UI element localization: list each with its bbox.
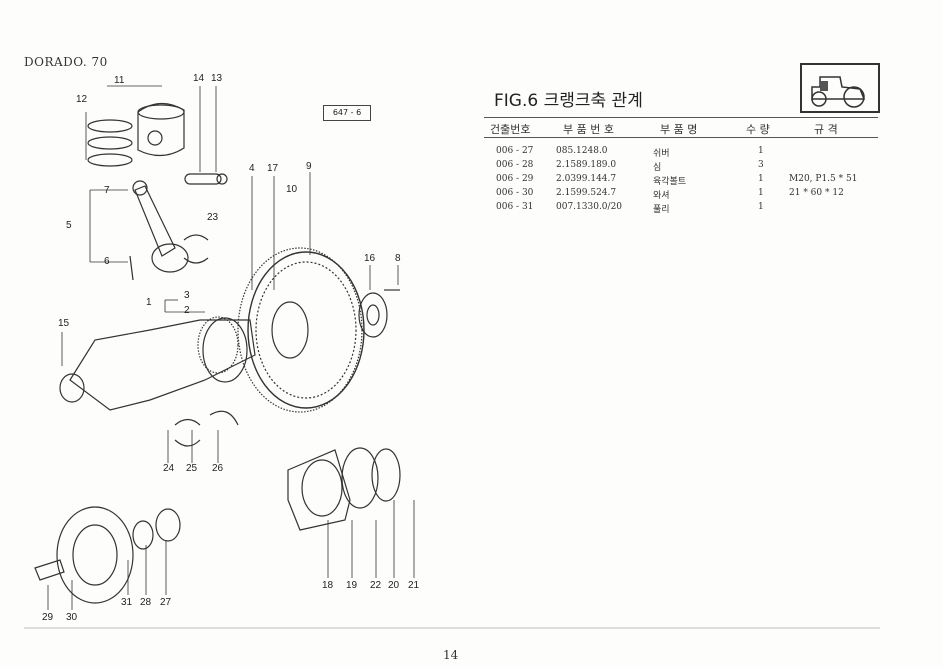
row-4-qty: 1	[758, 202, 764, 212]
piston-ring-1	[87, 119, 133, 133]
callout-27: 27	[160, 597, 172, 608]
col-header-qty: 수 량	[746, 123, 770, 136]
callout-4: 4	[249, 163, 255, 174]
row-0-no: 006 - 27	[496, 146, 534, 156]
callout-28: 28	[140, 597, 152, 608]
piston-ring-2	[87, 136, 133, 150]
piston	[137, 102, 185, 157]
callout-15: 15	[58, 318, 70, 329]
piston-pin	[184, 173, 222, 185]
callout-3: 3	[184, 290, 190, 301]
callout-8: 8	[395, 253, 401, 264]
row-4-no: 006 - 31	[496, 202, 534, 212]
row-2-qty: 1	[758, 174, 764, 184]
row-3-qty: 1	[758, 188, 764, 198]
row-2-part: 2.0399.144.7	[556, 174, 617, 184]
row-3-no: 006 - 30	[496, 188, 534, 198]
callout-5: 5	[66, 220, 72, 231]
flywheel	[247, 251, 365, 409]
row-3-name: 와셔	[653, 191, 670, 201]
callout-26: 26	[212, 463, 224, 474]
row-3-part: 2.1599.524.7	[556, 188, 617, 198]
callout-24: 24	[163, 463, 175, 474]
piston-ring-3	[87, 153, 133, 167]
row-2-spec: M20, P1.5 * 51	[789, 174, 858, 184]
callout-10: 10	[286, 184, 298, 195]
col-header-name: 부 품 명	[660, 123, 698, 136]
row-1-no: 006 - 28	[496, 160, 534, 170]
callout-6: 6	[104, 256, 110, 267]
callout-21: 21	[408, 580, 420, 591]
row-1-part: 2.1589.189.0	[556, 160, 617, 170]
callout-23: 23	[207, 212, 219, 223]
row-2-name: 육각볼트	[653, 177, 687, 187]
seal-housing	[287, 449, 351, 531]
callout-9: 9	[306, 161, 312, 172]
row-1-qty: 3	[758, 160, 764, 170]
callout-1: 1	[146, 297, 152, 308]
col-header-spec: 규 격	[814, 123, 838, 136]
figure-title: FIG.6 크랭크축 관계	[494, 91, 643, 111]
callout-20: 20	[388, 580, 400, 591]
callout-31: 31	[121, 597, 133, 608]
callout-12: 12	[76, 94, 88, 105]
callout-11: 11	[114, 75, 125, 86]
pulley-bolt	[34, 559, 65, 581]
callout-7: 7	[104, 185, 110, 196]
row-0-name: 쉬버	[653, 149, 670, 159]
page-number: 14	[443, 648, 459, 662]
row-4-part: 007.1330.0/20	[556, 202, 623, 212]
callout-29: 29	[42, 612, 54, 623]
callout-25: 25	[186, 463, 198, 474]
table-top-rule	[484, 117, 878, 118]
callout-19: 19	[346, 580, 358, 591]
callout-13: 13	[211, 73, 223, 84]
col-header-no: 건출번호	[490, 123, 531, 136]
seal-flange	[358, 292, 388, 338]
main-bearing-upper	[174, 418, 201, 426]
reference-code: 647 - 6	[323, 105, 371, 121]
connecting-rod	[134, 185, 176, 257]
row-2-no: 006 - 29	[496, 174, 534, 184]
callout-2: 2	[184, 305, 190, 316]
row-0-qty: 1	[758, 146, 764, 156]
table-header-rule	[484, 137, 878, 138]
col-header-part: 부 품 번 호	[563, 123, 614, 136]
callout-18: 18	[322, 580, 334, 591]
row-0-part: 085.1248.0	[556, 146, 608, 156]
crankshaft	[69, 319, 256, 411]
callout-14: 14	[193, 73, 205, 84]
tractor-icon	[800, 63, 880, 113]
row-4-name: 풀리	[653, 205, 670, 215]
row-1-name: 심	[653, 163, 662, 173]
callout-22: 22	[370, 580, 382, 591]
bearing-shell-upper	[183, 234, 209, 241]
pulley	[56, 506, 134, 604]
callout-16: 16	[364, 253, 376, 264]
callout-30: 30	[66, 612, 78, 623]
callout-17: 17	[267, 163, 279, 174]
model-name: DORADO. 70	[24, 55, 108, 69]
row-3-spec: 21 * 60 * 12	[789, 188, 844, 198]
